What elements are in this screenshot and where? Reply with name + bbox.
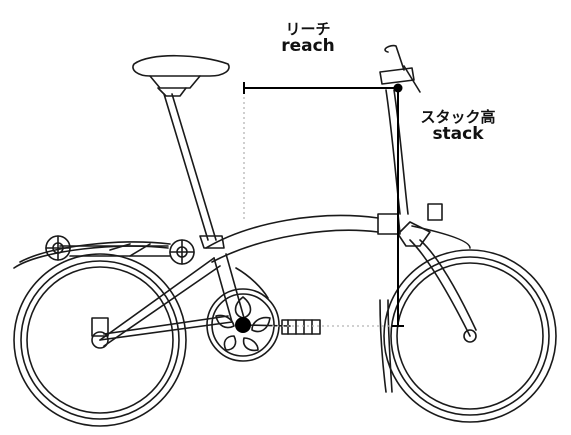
- front-mudguard: [379, 299, 393, 393]
- rack-roller-right: [169, 239, 195, 265]
- rack-roller-left: [45, 235, 71, 261]
- rear-rack: [13, 241, 171, 269]
- reference-dotted-lines: [243, 92, 398, 327]
- stack-reach-point: [393, 83, 403, 93]
- reach-label: リーチ reach: [268, 20, 348, 56]
- main-frame: [205, 213, 401, 263]
- stack-label-japanese: スタック高: [420, 108, 496, 126]
- fork: [397, 203, 477, 337]
- rear-wheel: [13, 253, 187, 427]
- reach-label-japanese: リーチ: [285, 20, 331, 38]
- bottom-bracket-point: [235, 317, 251, 333]
- stack-label: スタック高 stack: [408, 108, 508, 144]
- saddle: [132, 54, 230, 97]
- reach-label-english: reach: [281, 35, 335, 56]
- handlebar: [379, 44, 421, 93]
- front-wheel: [383, 249, 557, 423]
- seatpost: [163, 93, 225, 249]
- stack-label-english: stack: [432, 123, 484, 144]
- rear-triangle: [91, 253, 269, 347]
